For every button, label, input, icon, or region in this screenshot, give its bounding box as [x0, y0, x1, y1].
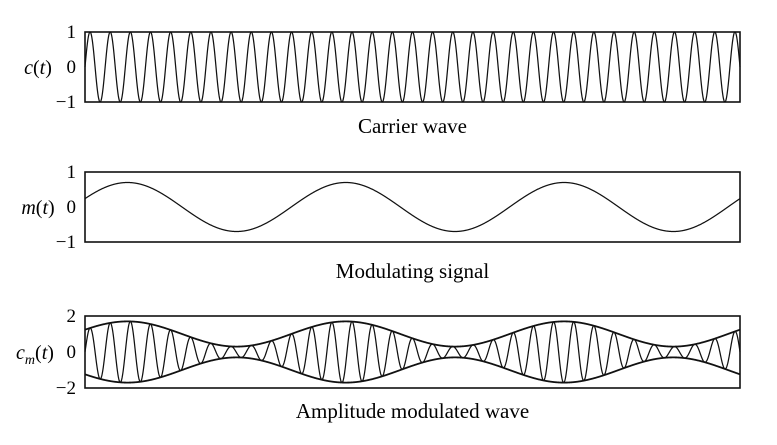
series-sine-line	[84, 31, 741, 103]
y-tick-label: 2	[67, 306, 77, 327]
y-axis-label: cm(t)	[16, 342, 54, 368]
series-envelope-upper-line	[84, 320, 741, 348]
y-tick-label: 1	[67, 162, 77, 183]
plot-frame	[84, 315, 741, 389]
panel-1: 1 0 −1c(t) Carrier wave	[24, 22, 741, 138]
panel-2: 1 0 −1m(t) Modulating signal	[21, 162, 741, 283]
series-sine-line	[84, 181, 741, 233]
plot-frame	[84, 31, 741, 103]
panel-3: 2 0 −2cm(t) Amplitude modulated wave	[16, 306, 741, 423]
y-tick-label: −2	[56, 378, 76, 399]
series-envelope-lower-line	[84, 356, 741, 384]
panel-caption: Carrier wave	[358, 114, 467, 138]
y-tick-label: 0	[67, 342, 77, 363]
y-tick-label: 0	[67, 57, 77, 78]
y-tick-label: −1	[56, 232, 76, 253]
plot-frame	[84, 171, 741, 243]
panel-caption: Modulating signal	[336, 259, 490, 283]
panel-caption: Amplitude modulated wave	[296, 399, 529, 423]
y-tick-label: −1	[56, 92, 76, 113]
y-axis-label: m(t)	[21, 197, 54, 219]
y-axis-label: c(t)	[24, 57, 52, 79]
series-am-line	[84, 320, 741, 384]
y-tick-label: 1	[67, 22, 77, 43]
y-tick-label: 0	[67, 197, 77, 218]
